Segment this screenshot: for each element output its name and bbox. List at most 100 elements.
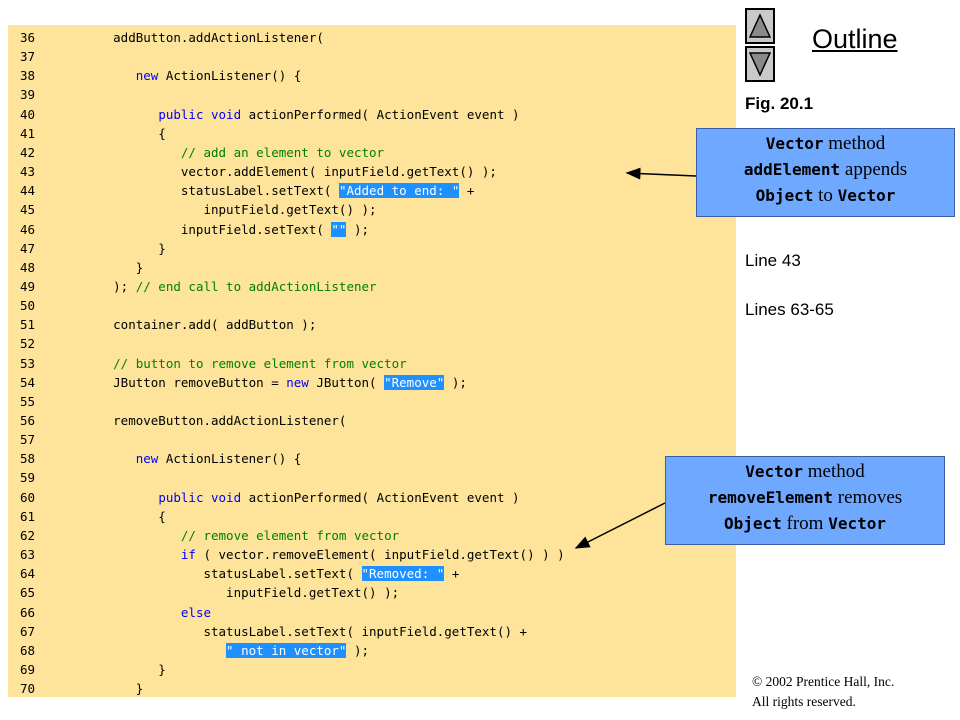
- line-number: 43: [20, 164, 36, 180]
- code-string: "Remove": [384, 374, 445, 390]
- code-keyword: public void: [158, 489, 242, 505]
- code-token: JButton removeButton =: [68, 374, 287, 390]
- code-text: if ( vector.removeElement( inputField.ge…: [68, 545, 565, 564]
- line-number: 55: [20, 393, 36, 409]
- line-reference-63-65: Lines 63-65: [745, 300, 834, 319]
- line-number: 42: [20, 144, 36, 160]
- rights-text: All rights reserved.: [752, 694, 856, 709]
- code-token: +: [444, 566, 460, 582]
- arrow-to-line-43: [625, 167, 697, 180]
- code-token: {: [68, 125, 166, 141]
- code-text: JButton removeButton = new JButton( "Rem…: [68, 373, 467, 392]
- line-number: 67: [20, 623, 36, 639]
- code-token: ActionListener() {: [158, 451, 302, 467]
- line-number: 62: [20, 527, 36, 543]
- code-text: inputField.setText( "" );: [68, 220, 369, 239]
- callout-code-method: removeElement: [707, 488, 834, 507]
- code-token: statusLabel.setText( inputField.getText(…: [68, 623, 528, 639]
- line-number: 63: [20, 547, 36, 563]
- callout-code-vector: Vector: [765, 134, 824, 153]
- code-token: ( vector.removeElement( inputField.getTe…: [195, 547, 565, 563]
- code-string: " not in vector": [226, 642, 347, 658]
- outline-link[interactable]: Outline: [812, 24, 898, 54]
- code-text: public void actionPerformed( ActionEvent…: [68, 488, 520, 507]
- code-text: public void actionPerformed( ActionEvent…: [68, 105, 520, 124]
- code-token: statusLabel.setText(: [68, 566, 362, 582]
- line-number: 57: [20, 432, 36, 448]
- code-text: inputField.getText() );: [68, 200, 377, 219]
- code-keyword: else: [180, 604, 211, 620]
- code-string: "Added to end: ": [338, 183, 460, 199]
- callout-text: removes: [833, 487, 903, 508]
- callout-code-method: addElement: [743, 160, 841, 179]
- code-text: statusLabel.setText( inputField.getText(…: [68, 622, 527, 641]
- code-token: );: [346, 642, 370, 658]
- code-string: "Removed: ": [361, 566, 445, 582]
- line-number: 53: [20, 355, 36, 371]
- code-keyword: new: [286, 374, 309, 390]
- line-number: 56: [20, 413, 36, 428]
- line-number: 66: [20, 604, 36, 620]
- line-number: 48: [20, 259, 36, 275]
- code-token: container.add( addButton );: [68, 317, 317, 333]
- code-token: }: [68, 661, 166, 677]
- code-token: );: [68, 278, 136, 294]
- code-token: }: [68, 681, 144, 697]
- code-token: );: [346, 221, 370, 237]
- figure-title: Fig. 20.1: [745, 94, 814, 113]
- code-token: actionPerformed( ActionEvent event ): [241, 106, 520, 122]
- copyright-symbol: ©: [752, 674, 763, 689]
- code-text: addButton.addActionListener(: [68, 28, 324, 47]
- line-number: 41: [20, 125, 36, 141]
- arrow-to-line-63: [574, 502, 666, 549]
- callout-code-vector: Vector: [828, 514, 887, 533]
- line-number: 68: [20, 642, 36, 658]
- code-token: {: [68, 508, 166, 524]
- line-number: 45: [20, 202, 36, 218]
- line-number: 54: [20, 374, 36, 390]
- code-token: addButton.addActionListener(: [68, 30, 324, 45]
- callout-text: to: [813, 185, 838, 206]
- callout-code-vector: Vector: [745, 462, 804, 481]
- triangle-down-icon: [748, 52, 772, 77]
- callout-code-object: Object: [723, 514, 782, 533]
- code-token: inputField.setText(: [68, 221, 332, 237]
- code-token: ActionListener() {: [158, 68, 302, 84]
- line-number: 36: [20, 30, 36, 45]
- previous-slide-button[interactable]: [745, 8, 775, 44]
- line-number: 70: [20, 681, 36, 697]
- code-text: removeButton.addActionListener(: [68, 411, 346, 430]
- code-text: // button to remove element from vector: [68, 354, 407, 373]
- code-text: inputField.getText() );: [68, 583, 399, 602]
- code-text: vector.addElement( inputField.getText() …: [68, 162, 497, 181]
- code-token: }: [68, 240, 166, 256]
- code-comment: // button to remove element from vector: [113, 355, 407, 371]
- code-text: {: [68, 124, 166, 143]
- code-text: ); // end call to addActionListener: [68, 277, 377, 296]
- triangle-up-icon: [748, 13, 772, 38]
- line-number: 60: [20, 489, 36, 505]
- code-comment: // end call to addActionListener: [135, 278, 377, 294]
- code-text: container.add( addButton );: [68, 315, 316, 334]
- code-token: removeButton.addActionListener(: [68, 413, 347, 428]
- code-token: }: [68, 259, 144, 275]
- line-number: 37: [20, 49, 36, 65]
- line-number: 40: [20, 106, 36, 122]
- line-number: 38: [20, 68, 36, 84]
- callout-code-vector: Vector: [837, 186, 896, 205]
- next-slide-button[interactable]: [745, 46, 775, 82]
- copyright-text: 2002 Prentice Hall, Inc.: [762, 674, 895, 689]
- code-string: "": [331, 221, 347, 237]
- callout-code-object: Object: [755, 186, 814, 205]
- code-token: actionPerformed( ActionEvent event ): [241, 489, 520, 505]
- code-token: inputField.getText() );: [68, 202, 377, 218]
- code-text: }: [68, 660, 166, 679]
- code-token: vector.addElement( inputField.getText() …: [68, 164, 497, 180]
- code-text: {: [68, 507, 166, 526]
- line-number: 58: [20, 451, 36, 467]
- line-number: 46: [20, 221, 36, 237]
- callout-text: from: [781, 513, 829, 534]
- code-token: inputField.getText() );: [68, 585, 400, 601]
